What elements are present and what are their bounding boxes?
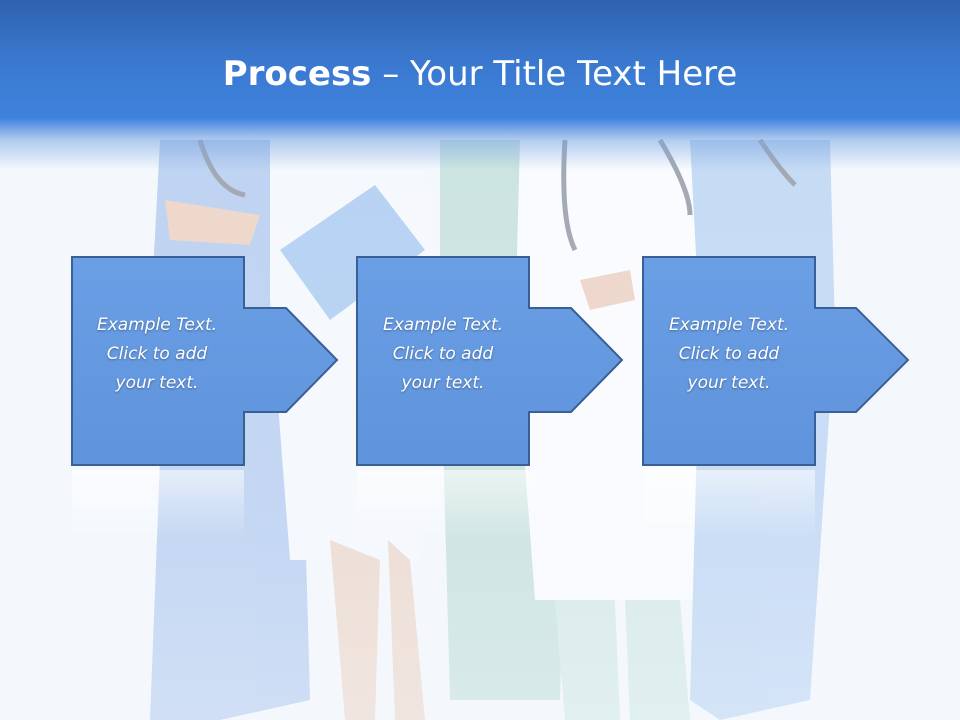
title-band <box>0 0 960 170</box>
step-text-line-1: Example Text. <box>382 315 504 335</box>
step-text-line-1: Example Text. <box>668 315 790 335</box>
step-text-line-1: Example Text. <box>96 315 218 335</box>
step-text-line-3: your text. <box>115 373 199 393</box>
slide-title[interactable]: Process – Your Title Text Here <box>0 50 960 98</box>
step-text-line-2: Click to add <box>106 344 208 364</box>
step-text-line-3: your text. <box>687 373 771 393</box>
step-text-line-2: Click to add <box>392 344 494 364</box>
title-bold-word: Process <box>222 54 372 94</box>
step-text-line-3: your text. <box>401 373 485 393</box>
title-text: – Your Title Text Here <box>371 54 738 94</box>
step-text-line-2: Click to add <box>678 344 780 364</box>
